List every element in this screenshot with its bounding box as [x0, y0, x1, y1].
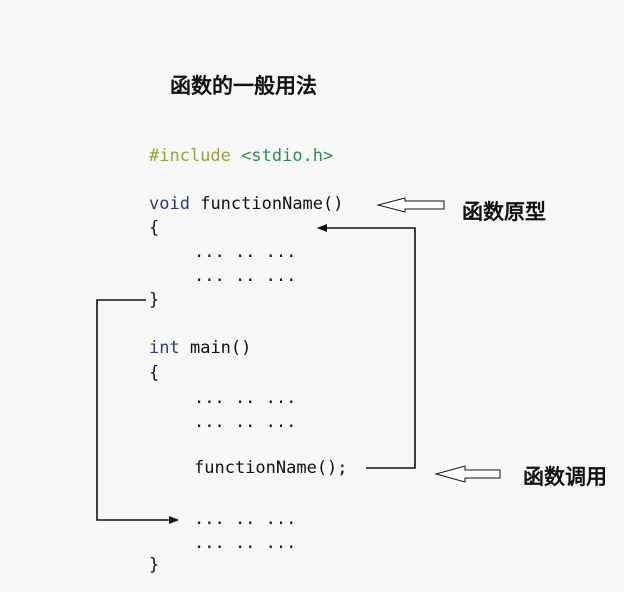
prototype-hollow-arrow [376, 197, 445, 213]
main-body-dots-1: ... .. ... [194, 388, 297, 408]
function-declaration-line: void functionName() [149, 194, 344, 214]
void-keyword: void [149, 194, 190, 214]
main-open-brace: { [149, 363, 160, 383]
main-body-dots-4: ... .. ... [194, 533, 297, 553]
call-to-function-arrow [317, 224, 416, 469]
call-label: 函数调用 [523, 465, 607, 489]
include-line: #include <stdio.h> [149, 146, 333, 166]
int-keyword: int [149, 338, 180, 358]
diagram-title: 函数的一般用法 [170, 74, 317, 98]
call-hollow-arrow [434, 465, 501, 483]
main-body-dots-2: ... .. ... [194, 412, 297, 432]
function-close-brace: } [149, 290, 160, 310]
function-body-dots-1: ... .. ... [194, 242, 297, 262]
function-declaration: functionName() [200, 194, 344, 214]
include-directive: #include [149, 146, 231, 166]
main-declaration: main() [189, 338, 252, 358]
return-arrow [96, 299, 179, 524]
prototype-label: 函数原型 [462, 200, 546, 224]
function-open-brace: { [149, 218, 160, 238]
main-declaration-line: int main() [149, 338, 251, 358]
function-call: functionName(); [194, 458, 348, 478]
function-body-dots-2: ... .. ... [194, 266, 297, 286]
main-body-dots-3: ... .. ... [194, 509, 297, 529]
include-header: <stdio.h> [241, 146, 334, 166]
main-close-brace: } [149, 555, 160, 575]
